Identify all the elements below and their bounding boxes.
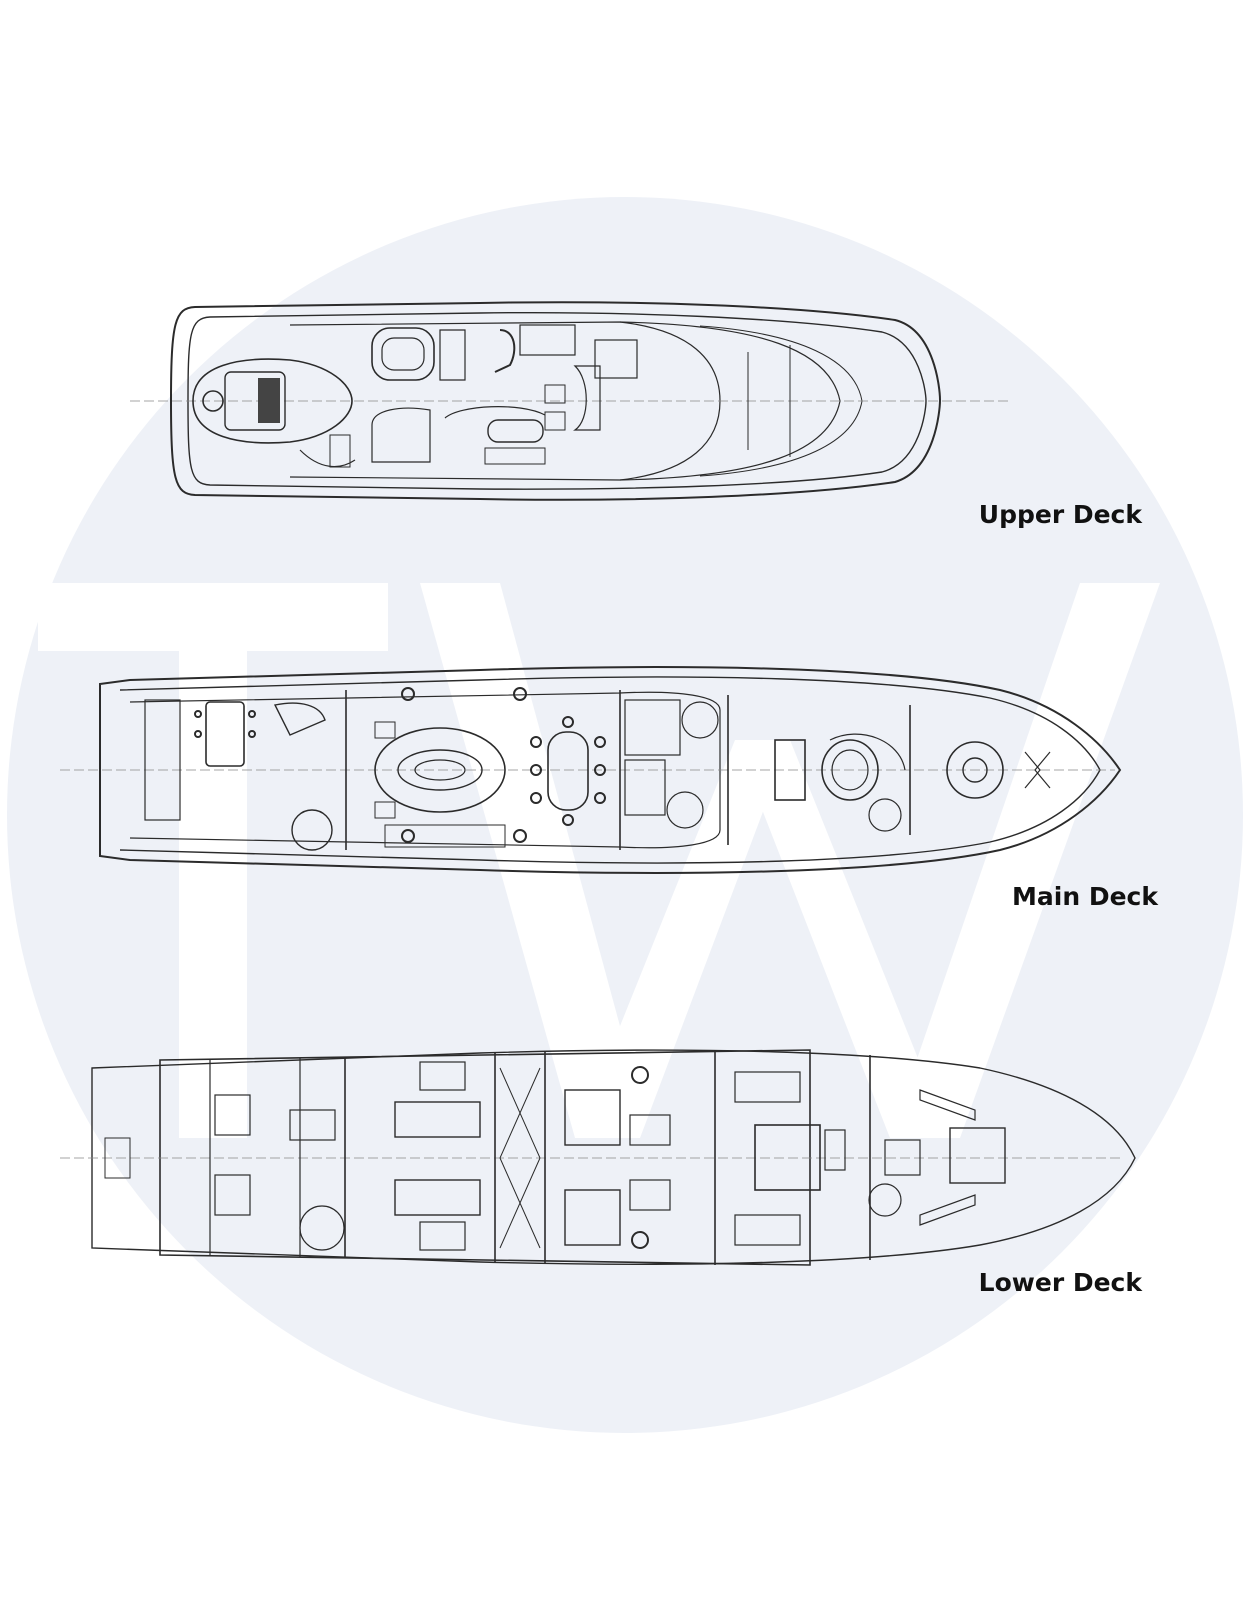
lower-deck-plan: [60, 1049, 1136, 1266]
upper-deck-plan: [130, 301, 1010, 501]
lower-deck-label: Lower Deck: [978, 1268, 1142, 1297]
main-deck-plan: [60, 666, 1122, 874]
main-deck-label: Main Deck: [1012, 882, 1158, 911]
upper-deck-label: Upper Deck: [978, 500, 1142, 529]
